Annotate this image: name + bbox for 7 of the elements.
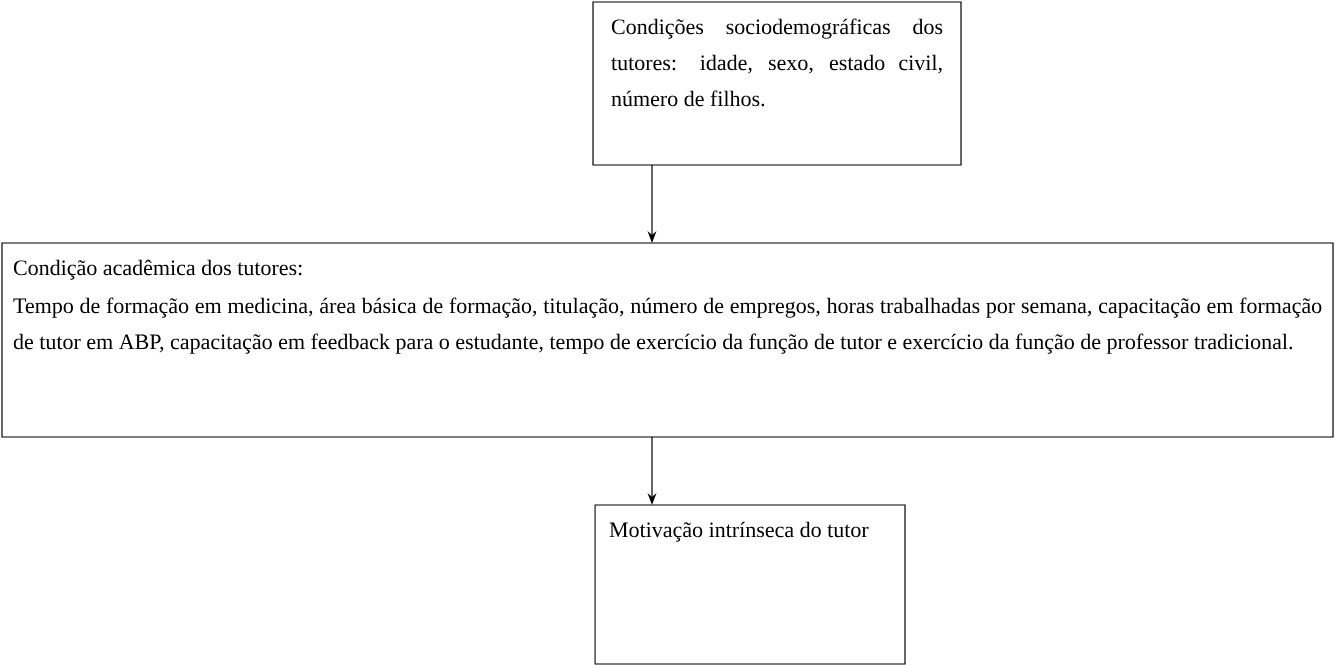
node-text: Condições sociodemográficas dos tutores: idade, sexo, estado civil, número de filhos. [611, 18, 943, 107]
text-box [594, 504, 906, 665]
text-box [1, 242, 1334, 438]
node-text: Tempo de formação em medicina, área básica de formação, titulação, número de empregos, horas trabalhadas por semana, capacitação em formação de tutor em ABP, capacitação em feedback para o estudante, tempo de exercício da função de tutor e exercício da função de professor tradicional. [13, 297, 1322, 354]
node-text: Condição acadêmica dos tutores: [13, 259, 302, 280]
text-box [592, 1, 962, 166]
node-text: Motivação intrínseca do tutor [609, 521, 869, 542]
